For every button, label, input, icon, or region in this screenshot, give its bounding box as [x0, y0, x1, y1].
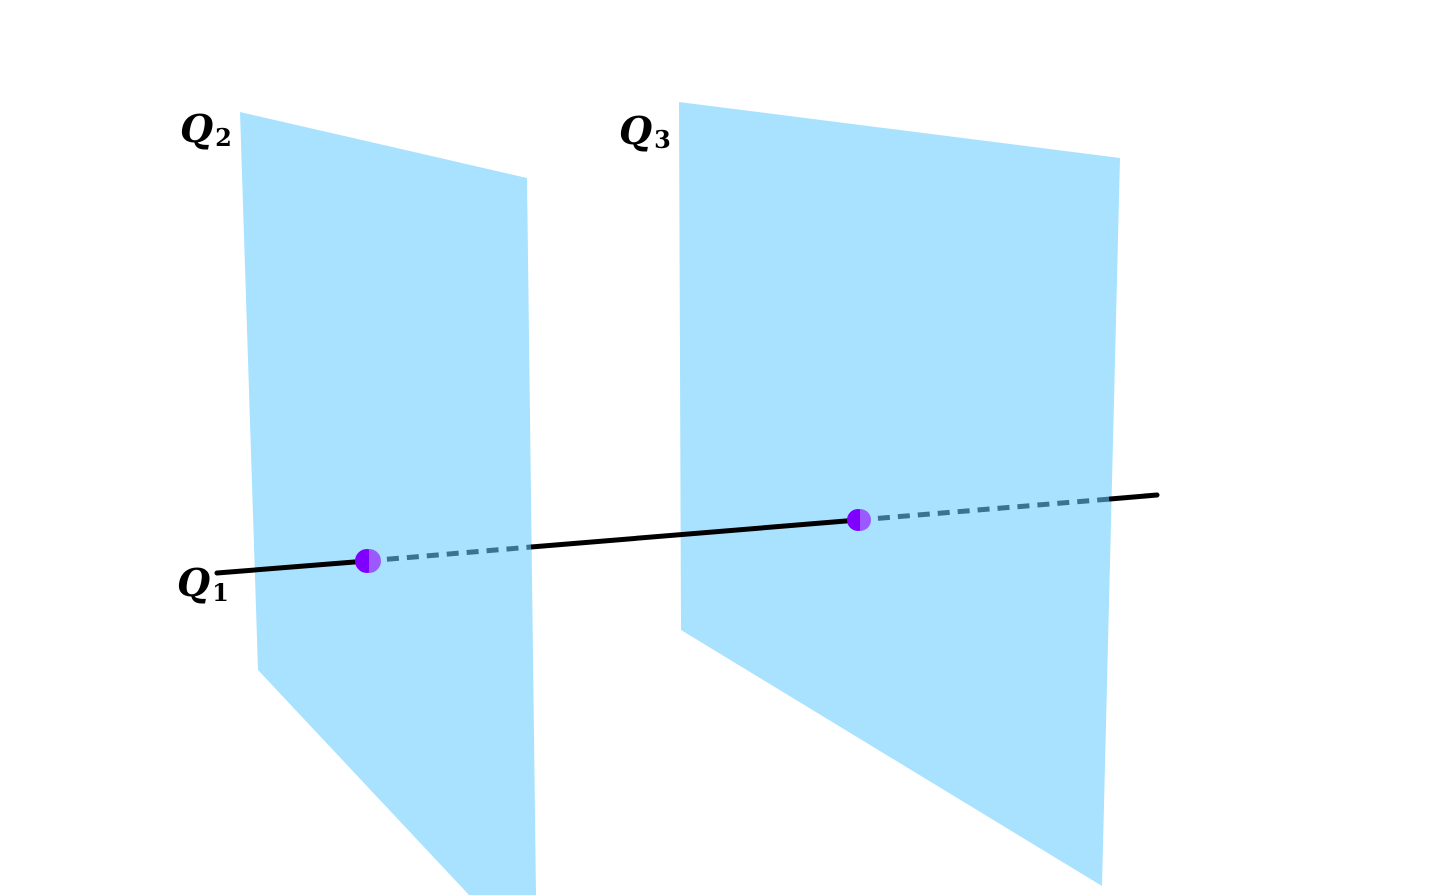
intersection-point-q1-q2 — [355, 549, 381, 573]
label-q2: Q2 — [180, 106, 232, 152]
plane-q2 — [240, 112, 536, 895]
intersection-point-q1-q3 — [847, 509, 871, 531]
label-q3-main: Q — [619, 108, 652, 153]
line-q1-hidden-segment-q3 — [857, 496, 1111, 523]
line-q1-hidden-segment-q2 — [366, 544, 532, 564]
label-q3-sub: 3 — [654, 125, 671, 154]
label-q1-main: Q — [177, 560, 210, 605]
label-q1: Q1 — [177, 560, 229, 607]
line-q1-segment-between — [528, 517, 861, 550]
line-q1-segment-right — [1107, 492, 1160, 502]
label-q2-main: Q — [180, 106, 213, 151]
label-q3: Q3 — [619, 108, 671, 154]
label-q2-sub: 2 — [215, 123, 232, 152]
label-q1-sub: 1 — [212, 578, 229, 607]
line-q1-segment-left — [214, 558, 370, 576]
plane-q3 — [679, 102, 1120, 886]
